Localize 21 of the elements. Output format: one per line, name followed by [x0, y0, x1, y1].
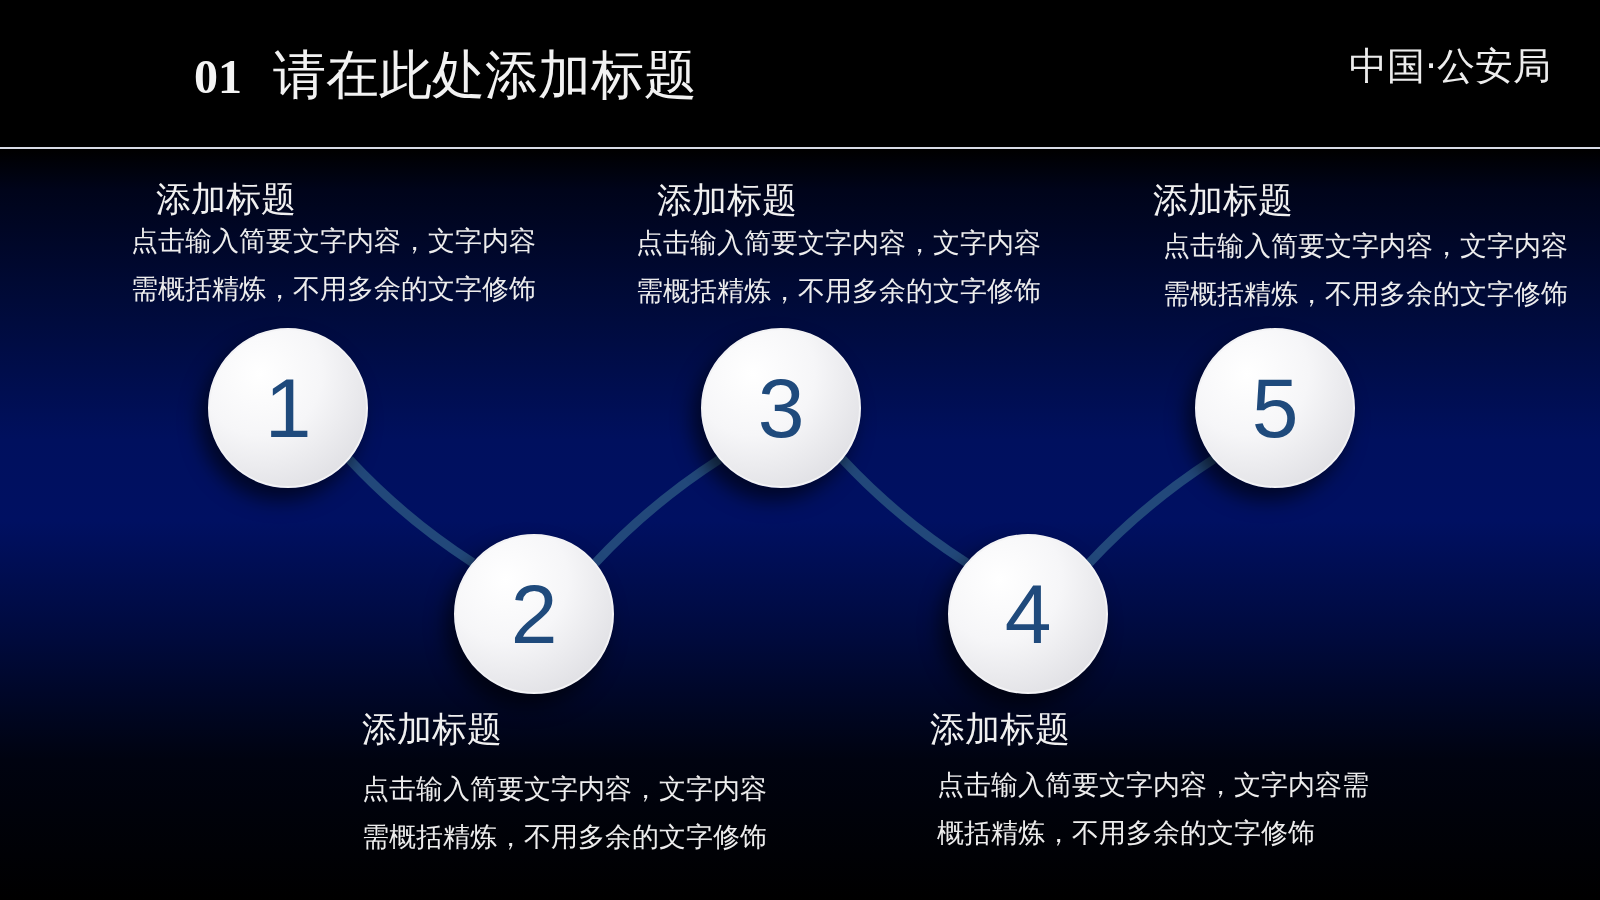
- connector-line: [592, 455, 723, 566]
- step-description: 点击输入简要文字内容，文字内容需概括精炼，不用多余的文字修饰: [362, 772, 768, 854]
- slide-title: 01 请在此处添加标题: [194, 44, 697, 106]
- step-description: 点击输入简要文字内容，文字内容需概括精炼，不用多余的文字修饰: [131, 224, 537, 306]
- step-number: 4: [1004, 572, 1052, 656]
- step-description: 点击输入简要文字内容，文字内容需概括精炼，不用多余的文字修饰: [636, 226, 1042, 308]
- step-heading: 添加标题: [362, 708, 502, 750]
- step-heading: 添加标题: [930, 708, 1070, 750]
- step-description: 点击输入简要文字内容，文字内容需概括精炼，不用多余的文字修饰: [937, 768, 1370, 850]
- step-heading: 添加标题: [657, 179, 797, 221]
- step-heading: 添加标题: [1153, 179, 1293, 221]
- step-heading: 添加标题: [156, 178, 296, 220]
- step-number: 3: [757, 366, 805, 450]
- step-number: 2: [510, 572, 558, 656]
- connector-line: [1086, 455, 1217, 566]
- connector-line: [839, 456, 970, 567]
- step-description: 点击输入简要文字内容，文字内容需概括精炼，不用多余的文字修饰: [1163, 229, 1569, 311]
- step-number: 5: [1251, 366, 1299, 450]
- header-text: 中国·公安局: [1349, 43, 1552, 90]
- connector-line: [346, 456, 476, 567]
- step-number: 1: [264, 366, 312, 450]
